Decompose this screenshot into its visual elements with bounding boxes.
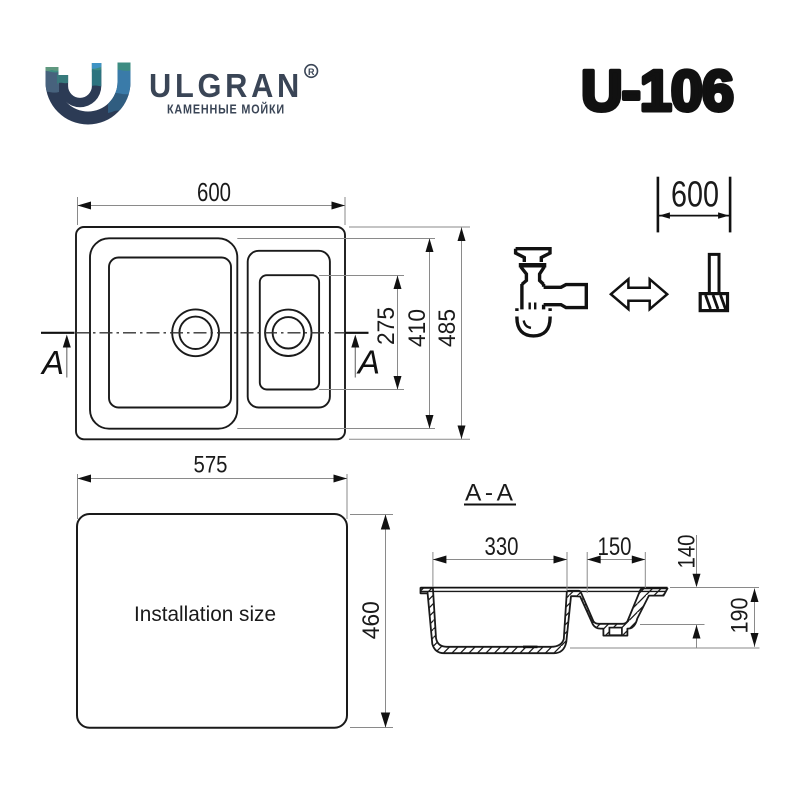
svg-text:575: 575 xyxy=(194,452,228,479)
svg-text:275: 275 xyxy=(373,307,400,345)
svg-text:410: 410 xyxy=(404,309,431,347)
svg-text:485: 485 xyxy=(434,309,461,347)
svg-text:ULGRAN: ULGRAN xyxy=(149,67,303,104)
svg-text:A: A xyxy=(40,344,64,381)
svg-text:U-106: U-106 xyxy=(581,60,734,124)
svg-text:330: 330 xyxy=(485,533,519,561)
svg-text:140: 140 xyxy=(674,535,701,569)
svg-text:190: 190 xyxy=(727,598,754,634)
svg-text:150: 150 xyxy=(598,533,632,561)
svg-text:A: A xyxy=(356,344,380,381)
svg-text:КАМЕННЫЕ МОЙКИ: КАМЕННЫЕ МОЙКИ xyxy=(167,101,285,116)
svg-text:A-A: A-A xyxy=(465,480,514,507)
svg-text:Installation size: Installation size xyxy=(134,602,276,626)
svg-text:600: 600 xyxy=(671,174,719,215)
svg-text:R: R xyxy=(308,67,315,77)
svg-text:460: 460 xyxy=(358,601,385,639)
svg-text:600: 600 xyxy=(197,179,231,207)
